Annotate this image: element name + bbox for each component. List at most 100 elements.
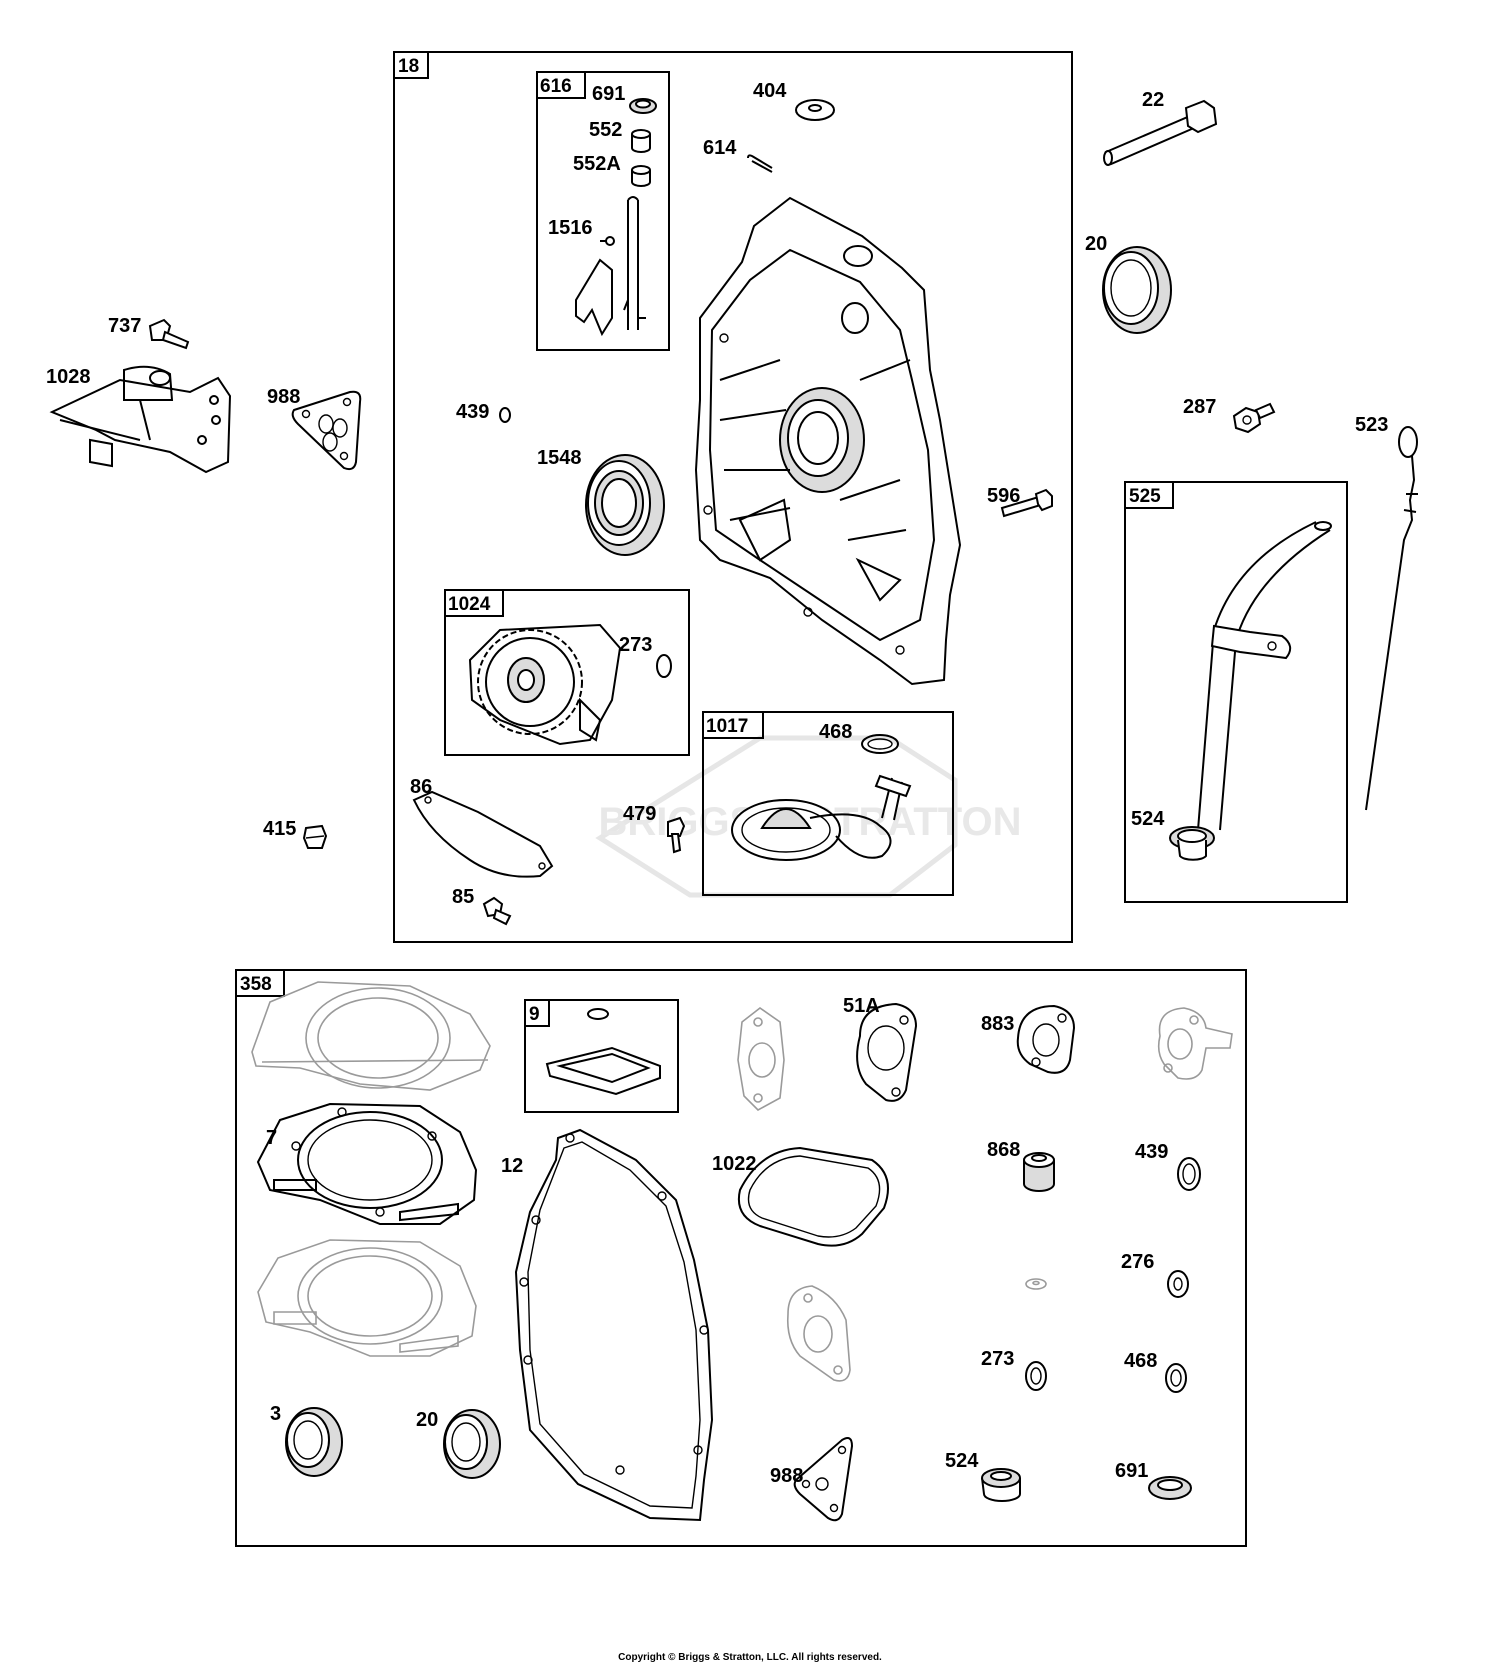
part-524-grommet[interactable] <box>1169 826 1215 861</box>
part-head-gasket-ghost-2[interactable] <box>257 1239 477 1357</box>
part-525-dipstick-tube[interactable] <box>1197 521 1332 831</box>
part-1028-adapter[interactable] <box>49 365 232 474</box>
label-737[interactable]: 737 <box>108 315 141 337</box>
part-614-pin[interactable] <box>747 154 773 173</box>
label-523[interactable]: 523 <box>1355 414 1388 436</box>
part-276-washer[interactable] <box>1167 1270 1189 1298</box>
label-868[interactable]: 868 <box>987 1139 1020 1161</box>
label-86[interactable]: 86 <box>410 776 432 798</box>
part-988-gasket[interactable] <box>291 390 362 471</box>
part-868-valve-seal[interactable] <box>1023 1152 1055 1192</box>
assembly-358[interactable]: 358 <box>235 969 1247 1547</box>
label-883[interactable]: 883 <box>981 1013 1014 1035</box>
part-1017-pickup[interactable] <box>731 774 912 861</box>
label-85[interactable]: 85 <box>452 886 474 908</box>
part-273-oring-kit[interactable] <box>1025 1361 1047 1391</box>
part-85-screw[interactable] <box>482 896 512 926</box>
part-1548-bearing[interactable] <box>585 454 665 556</box>
part-18-crankcase-cover[interactable] <box>694 196 962 686</box>
label-596[interactable]: 596 <box>987 485 1020 507</box>
part-carb-gasket-ghost[interactable] <box>737 1007 785 1111</box>
part-552a-bushing[interactable] <box>631 165 651 187</box>
label-404[interactable]: 404 <box>753 80 787 102</box>
part-22-bolt[interactable] <box>1103 99 1218 166</box>
assembly-9-label: 9 <box>529 1004 540 1025</box>
label-552[interactable]: 552 <box>589 119 622 141</box>
label-51a[interactable]: 51A <box>843 995 880 1017</box>
part-415-plug[interactable] <box>302 824 328 849</box>
label-614[interactable]: 614 <box>703 137 737 159</box>
part-691-seal[interactable] <box>629 98 657 114</box>
assembly-1017-label: 1017 <box>706 716 748 737</box>
part-479-screw[interactable] <box>667 816 686 854</box>
part-468-oring-kit[interactable] <box>1165 1363 1187 1393</box>
label-439-kit[interactable]: 439 <box>1135 1141 1168 1163</box>
part-exhaust-gasket-ghost[interactable] <box>1157 1007 1233 1080</box>
label-287[interactable]: 287 <box>1183 396 1216 418</box>
assembly-525-label: 525 <box>1129 486 1161 507</box>
part-1024-oil-pump[interactable] <box>468 623 622 746</box>
label-3[interactable]: 3 <box>270 1403 281 1425</box>
assembly-525[interactable]: 525 <box>1124 481 1348 903</box>
part-883-gasket[interactable] <box>1016 1004 1076 1074</box>
part-12-crankcase-gasket[interactable] <box>514 1128 714 1522</box>
label-691[interactable]: 691 <box>592 83 625 105</box>
label-415[interactable]: 415 <box>263 818 296 840</box>
part-20-oil-seal-kit[interactable] <box>443 1409 501 1479</box>
label-276[interactable]: 276 <box>1121 1251 1154 1273</box>
assembly-9[interactable]: 9 <box>524 999 679 1113</box>
assembly-1017[interactable]: 1017 <box>702 711 954 896</box>
part-washer-ghost[interactable] <box>1025 1278 1047 1290</box>
label-22[interactable]: 22 <box>1142 89 1164 111</box>
part-737-bolt[interactable] <box>148 318 190 350</box>
label-988[interactable]: 988 <box>267 386 300 408</box>
label-524-kit[interactable]: 524 <box>945 1450 979 1472</box>
label-691-kit[interactable]: 691 <box>1115 1460 1148 1482</box>
label-1028[interactable]: 1028 <box>46 366 91 388</box>
part-86-gasket[interactable] <box>412 790 554 878</box>
assembly-358-label: 358 <box>240 974 272 995</box>
label-1516[interactable]: 1516 <box>548 217 593 239</box>
copyright-text: Copyright © Briggs & Stratton, LLC. All … <box>618 1652 882 1663</box>
assembly-1024[interactable]: 1024 <box>444 589 690 756</box>
part-51a-gasket[interactable] <box>856 1002 918 1102</box>
assembly-1024-label: 1024 <box>448 594 491 615</box>
part-404-washer[interactable] <box>795 99 835 121</box>
label-20-kit[interactable]: 20 <box>416 1409 438 1431</box>
label-20[interactable]: 20 <box>1085 233 1107 255</box>
label-273[interactable]: 273 <box>619 634 652 656</box>
part-439-oring[interactable] <box>499 407 511 423</box>
part-691-seal-kit[interactable] <box>1148 1476 1192 1500</box>
label-273-kit[interactable]: 273 <box>981 1348 1014 1370</box>
part-552-bushing[interactable] <box>631 129 651 153</box>
label-12[interactable]: 12 <box>501 1155 523 1177</box>
part-9-filter-gasket[interactable] <box>545 1008 661 1096</box>
assembly-616[interactable]: 616 <box>536 71 670 351</box>
part-head-gasket-ghost[interactable] <box>251 981 491 1091</box>
label-439[interactable]: 439 <box>456 401 489 423</box>
label-1022[interactable]: 1022 <box>712 1153 757 1175</box>
part-intake-gasket-ghost[interactable] <box>786 1285 851 1382</box>
label-524[interactable]: 524 <box>1131 808 1165 830</box>
part-20-oil-seal[interactable] <box>1102 246 1172 334</box>
label-479[interactable]: 479 <box>623 803 656 825</box>
part-523-dipstick[interactable] <box>1365 426 1418 811</box>
part-524-grommet-kit[interactable] <box>981 1468 1021 1502</box>
part-596-bolt[interactable] <box>1000 488 1053 518</box>
assembly-18[interactable]: 18 <box>393 51 1073 943</box>
part-988-gasket-kit[interactable] <box>793 1437 854 1522</box>
part-439-oring-kit[interactable] <box>1177 1157 1201 1191</box>
part-1022-valve-cover-gasket[interactable] <box>738 1146 889 1247</box>
label-468-kit[interactable]: 468 <box>1124 1350 1157 1372</box>
label-552a[interactable]: 552A <box>573 153 621 175</box>
label-1548[interactable]: 1548 <box>537 447 582 469</box>
label-468[interactable]: 468 <box>819 721 852 743</box>
label-988-kit[interactable]: 988 <box>770 1465 803 1487</box>
part-273-oring[interactable] <box>656 654 672 678</box>
part-3-oil-seal[interactable] <box>285 1407 343 1477</box>
part-287-nut[interactable] <box>1232 402 1276 434</box>
part-468-oring[interactable] <box>861 734 899 754</box>
part-7-head-gasket[interactable] <box>256 1102 478 1225</box>
part-1516-governor[interactable] <box>575 196 646 337</box>
